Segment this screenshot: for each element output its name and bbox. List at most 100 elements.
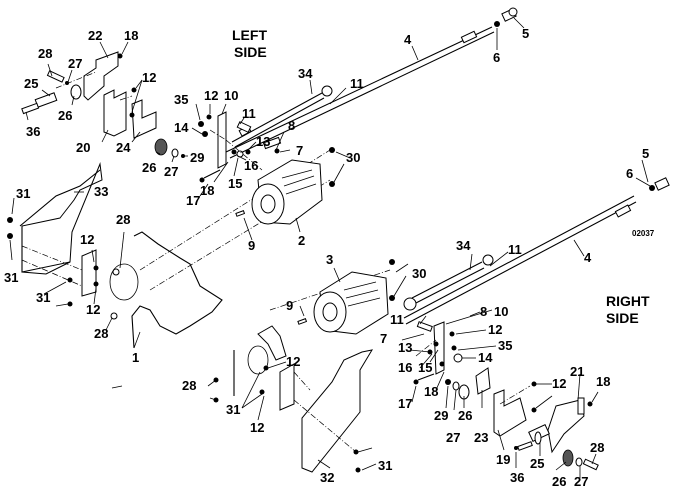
callout-18: 18 xyxy=(424,384,438,399)
callout-5: 5 xyxy=(642,146,649,161)
callout-1: 1 xyxy=(132,350,139,365)
callout-12: 12 xyxy=(86,302,100,317)
callout-31: 31 xyxy=(16,186,30,201)
clamp-28 xyxy=(109,263,139,301)
callout-23: 23 xyxy=(474,430,488,445)
cover-plate-32 xyxy=(301,349,374,473)
callout-27: 27 xyxy=(68,56,82,71)
callout-28: 28 xyxy=(590,440,604,455)
callout-6: 6 xyxy=(493,50,500,65)
left-control-rod-4 xyxy=(225,7,518,159)
callout-29: 29 xyxy=(434,408,448,423)
plate-33 xyxy=(7,162,103,275)
callout-9: 9 xyxy=(286,298,293,313)
callout-12: 12 xyxy=(286,354,300,369)
callout-26: 26 xyxy=(552,474,566,489)
callout-3: 3 xyxy=(326,252,333,267)
callout-32: 32 xyxy=(320,470,334,485)
callout-31: 31 xyxy=(4,270,18,285)
callout-24: 24 xyxy=(116,140,131,155)
callout-22: 22 xyxy=(88,28,102,43)
left-side-title: LEFT SIDE xyxy=(232,27,267,60)
callout-14: 14 xyxy=(174,120,189,135)
callout-12: 12 xyxy=(552,376,566,391)
bracket-10-left xyxy=(198,111,282,183)
callout-17: 17 xyxy=(186,193,200,208)
left-title-line2: SIDE xyxy=(234,44,267,60)
callout-25: 25 xyxy=(530,456,544,471)
left-title-line1: LEFT xyxy=(232,27,267,43)
callout-19: 19 xyxy=(496,452,510,467)
callout-11: 11 xyxy=(242,106,256,121)
callout-36: 36 xyxy=(26,124,40,139)
callout-12: 12 xyxy=(80,232,94,247)
callout-31: 31 xyxy=(226,402,240,417)
callout-21: 21 xyxy=(570,364,584,379)
leader-lines xyxy=(9,17,651,478)
callout-8: 8 xyxy=(288,118,295,133)
callout-26: 26 xyxy=(58,108,72,123)
callout-11: 11 xyxy=(508,242,522,257)
callout-28: 28 xyxy=(116,212,130,227)
callout-16: 16 xyxy=(398,360,412,375)
callout-25: 25 xyxy=(24,76,38,91)
callout-29: 29 xyxy=(190,150,204,165)
hydrostatic-pump-3 xyxy=(297,259,395,335)
callout-31: 31 xyxy=(36,290,50,305)
bracket-plate-12 xyxy=(67,249,99,307)
callouts-right: 5 6 4 34 11 30 10 8 11 7 13 12 35 16 15 … xyxy=(380,146,649,489)
bracket-22 xyxy=(83,51,123,101)
callout-18: 18 xyxy=(124,28,138,43)
callout-28: 28 xyxy=(182,378,196,393)
callout-34: 34 xyxy=(456,238,471,253)
callout-8: 8 xyxy=(480,304,487,319)
callout-28: 28 xyxy=(38,46,52,61)
callout-12: 12 xyxy=(488,322,502,337)
callout-12: 12 xyxy=(250,420,264,435)
callout-27: 27 xyxy=(574,474,588,489)
callout-17: 17 xyxy=(398,396,412,411)
callout-33: 33 xyxy=(94,184,108,199)
callout-31: 31 xyxy=(378,458,392,473)
callout-28: 28 xyxy=(94,326,108,341)
callout-11: 11 xyxy=(390,312,404,327)
callout-15: 15 xyxy=(228,176,242,191)
bracket-24 xyxy=(129,87,157,139)
dash-lines-right xyxy=(415,339,531,405)
callout-12: 12 xyxy=(142,70,156,85)
callout-18: 18 xyxy=(200,183,214,198)
bracket-right-lower xyxy=(213,325,295,411)
callout-13: 13 xyxy=(398,340,412,355)
gear-26-left xyxy=(154,138,185,158)
callout-35: 35 xyxy=(498,338,512,353)
callout-18: 18 xyxy=(596,374,610,389)
lower-right-assembly xyxy=(445,367,599,471)
callout-7: 7 xyxy=(380,331,387,346)
hydrostatic-pump-2 xyxy=(235,147,335,225)
callout-15: 15 xyxy=(418,360,432,375)
right-control-rod-4 xyxy=(403,177,670,325)
callout-34: 34 xyxy=(298,66,313,81)
callout-11: 11 xyxy=(350,76,364,91)
right-side-title: RIGHT SIDE xyxy=(606,293,650,326)
callout-7: 7 xyxy=(296,143,303,158)
callout-13: 13 xyxy=(256,134,270,149)
callout-26: 26 xyxy=(458,408,472,423)
callout-30: 30 xyxy=(346,150,360,165)
callout-14: 14 xyxy=(478,350,493,365)
right-title-line1: RIGHT xyxy=(606,293,650,309)
callout-20: 20 xyxy=(76,140,90,155)
callout-9: 9 xyxy=(248,238,255,253)
callout-2: 2 xyxy=(298,233,305,248)
callout-12: 12 xyxy=(204,88,218,103)
callout-27: 27 xyxy=(164,164,178,179)
callout-35: 35 xyxy=(174,92,188,107)
callout-4: 4 xyxy=(584,250,592,265)
bracket-20 xyxy=(103,89,127,137)
callout-16: 16 xyxy=(244,158,258,173)
callout-4: 4 xyxy=(404,32,412,47)
callouts-upper-left: 28 22 18 27 25 26 36 12 20 24 26 27 29 3… xyxy=(24,26,529,253)
right-title-line2: SIDE xyxy=(606,310,639,326)
callout-26: 26 xyxy=(142,160,156,175)
